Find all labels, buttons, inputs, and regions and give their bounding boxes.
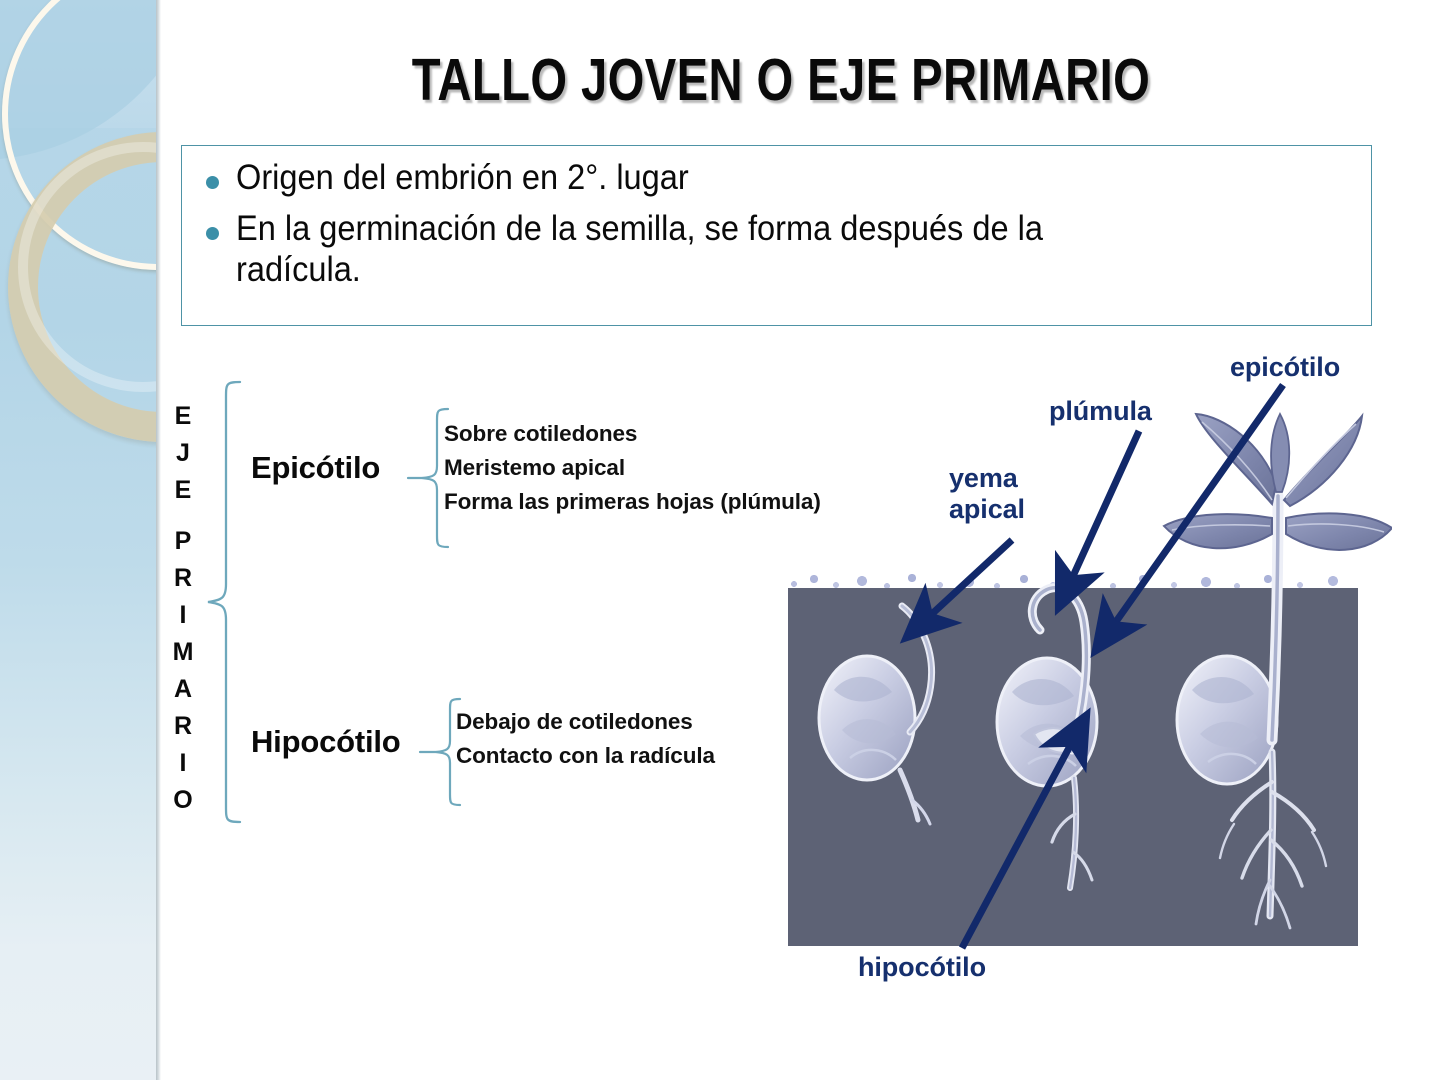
- bullet-content-box: Origen del embrión en 2°. lugar En la ge…: [181, 145, 1372, 326]
- seed-stage-2: [995, 583, 1099, 891]
- callout-label-hipocotilo: hipocótilo: [858, 952, 986, 982]
- root-label-letter: I: [179, 601, 187, 629]
- callout-label-epicotilo: epicótilo: [1230, 352, 1341, 382]
- main-brace-icon: [207, 380, 242, 824]
- list-item: En la germinación de la semilla, se form…: [206, 209, 1346, 291]
- root-label-letter: I: [179, 749, 187, 777]
- root-label-spacer: [168, 509, 198, 523]
- branch-label-hipocotilo: Hipocótilo: [251, 724, 401, 759]
- root-label-letter: O: [173, 786, 193, 814]
- germination-illustration: [772, 400, 1392, 970]
- branch-details-hipocotilo: Debajo de cotiledones Contacto con la ra…: [456, 709, 715, 768]
- callout-label-yema-apical: yema apical: [949, 463, 1025, 524]
- root-label-letter: P: [174, 527, 192, 555]
- root-label-letter: A: [173, 675, 193, 703]
- hipocotilo-brace-icon: [418, 697, 462, 807]
- root-label-eje-primario: E J E P R I M A R I O: [168, 398, 198, 819]
- root-label-letter: J: [176, 439, 190, 467]
- page-title: TALLO JOVEN O EJE PRIMARIO: [411, 47, 1151, 113]
- sidebar-edge-divider: [156, 0, 161, 1080]
- seed-stage-1: [817, 602, 936, 826]
- bullet-text: En la germinación de la semilla, se form…: [236, 208, 1043, 289]
- callout-label-plumula: plúmula: [1049, 396, 1152, 426]
- branch-details-epicotilo: Sobre cotiledones Meristemo apical Forma…: [444, 421, 821, 514]
- bullet-dot-icon: [206, 226, 219, 240]
- decorative-sidebar: [0, 0, 156, 1080]
- list-item: Origen del embrión en 2°. lugar: [206, 158, 1346, 199]
- seedling-drawings: [817, 412, 1392, 930]
- root-label-letter: E: [174, 476, 192, 504]
- bullet-dot-icon: [206, 176, 219, 189]
- root-label-letter: R: [173, 564, 193, 592]
- epicotilo-brace-icon: [406, 407, 450, 549]
- seed-stage-3: [1175, 490, 1328, 930]
- root-label-letter: E: [174, 402, 192, 430]
- root-label-letter: M: [172, 638, 194, 666]
- root-label-letter: R: [173, 712, 193, 740]
- branch-label-epicotilo: Epicótilo: [251, 450, 381, 485]
- bullet-text: Origen del embrión en 2°. lugar: [236, 158, 689, 197]
- bullet-list: Origen del embrión en 2°. lugar En la ge…: [206, 158, 1346, 301]
